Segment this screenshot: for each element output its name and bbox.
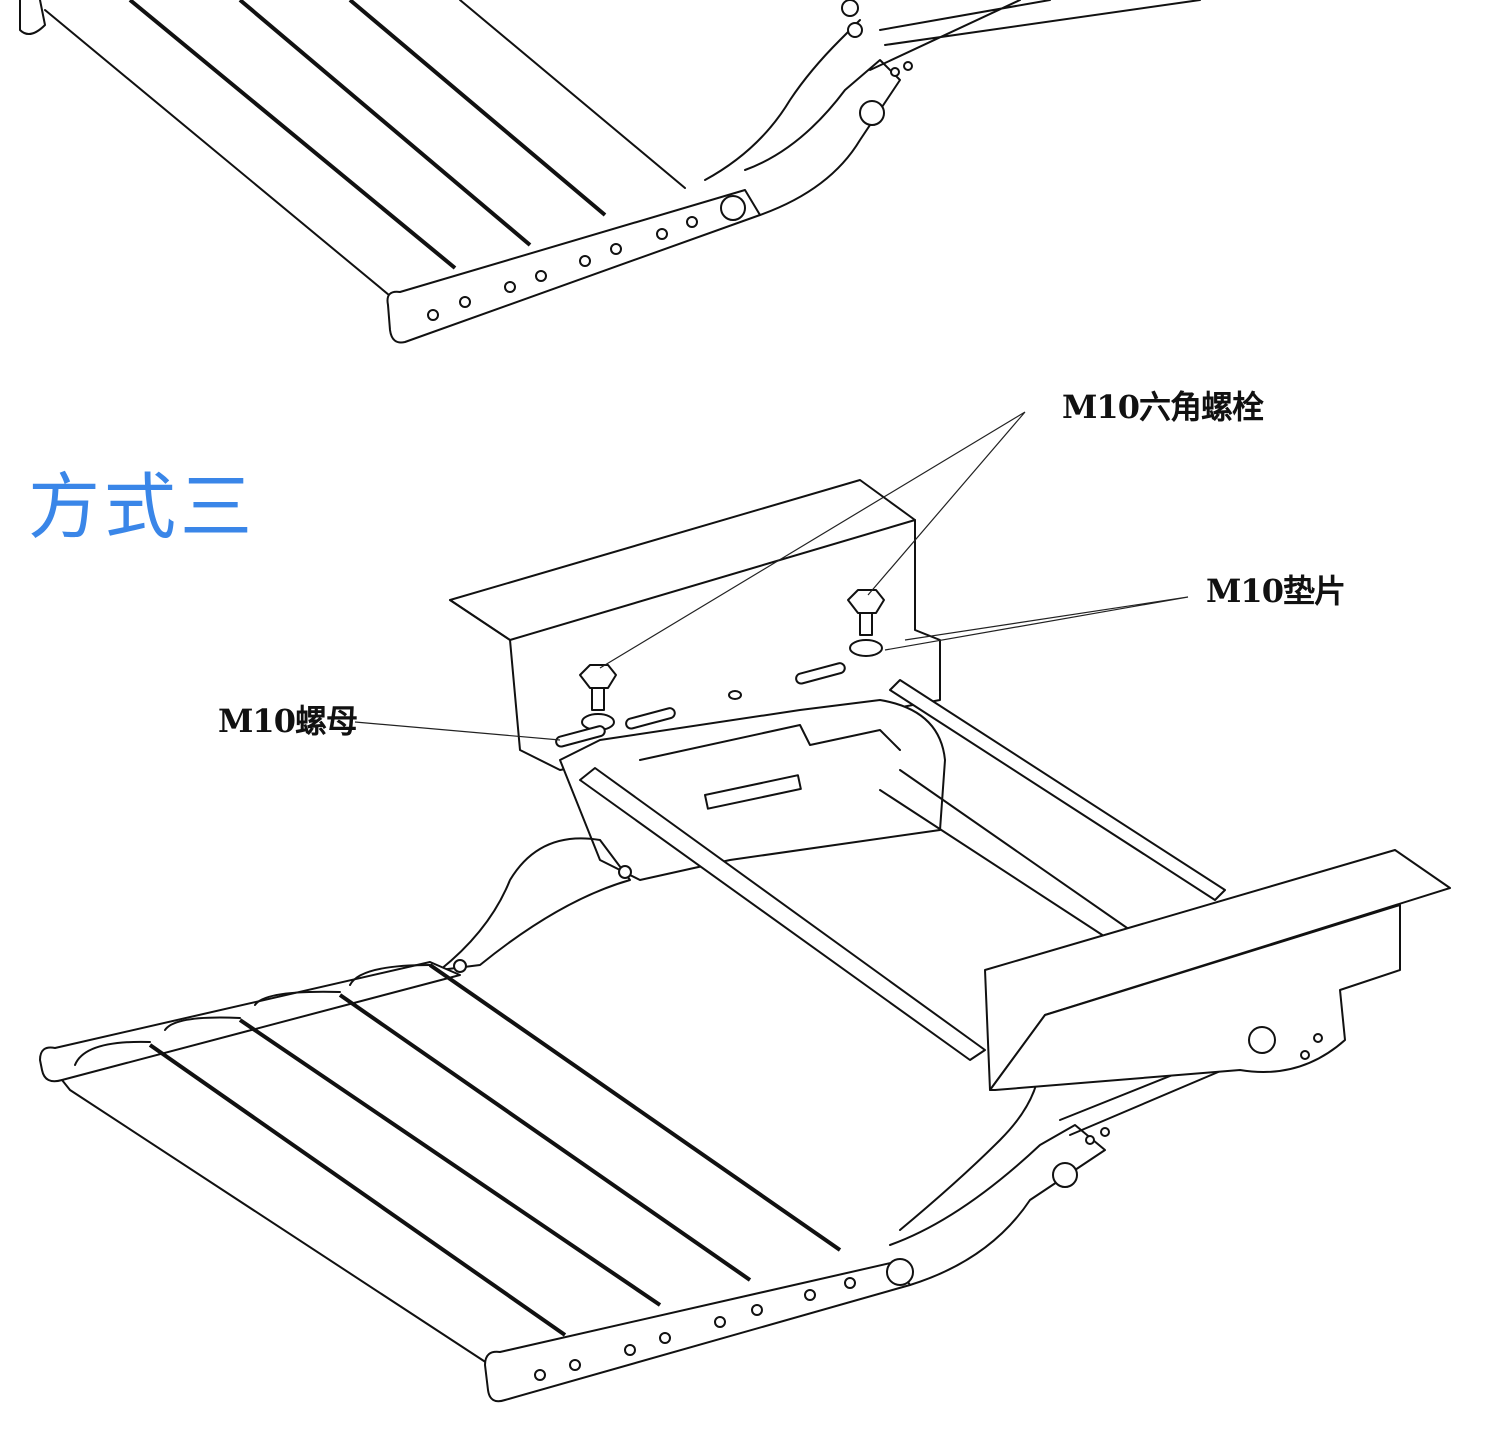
leader-nut: [354, 721, 561, 741]
label-washer: M10垫片: [1206, 572, 1346, 610]
label-nut: M10螺母: [218, 702, 358, 740]
hex-bolt-right: [847, 589, 885, 657]
section-title: 方式三: [28, 465, 257, 549]
upper-step-drawing: [19, 0, 1201, 344]
rear-angle-bracket: [449, 479, 941, 771]
hex-bolt-left: [579, 664, 617, 731]
label-hex-bolt: M10六角螺栓: [1062, 388, 1264, 426]
lower-step-drawing: [39, 411, 1451, 1403]
leader-hex-bolt: [599, 411, 1026, 669]
front-bar-holes-lower: [534, 1277, 856, 1381]
leader-washer: [884, 596, 1189, 651]
front-bar-holes: [427, 216, 698, 321]
